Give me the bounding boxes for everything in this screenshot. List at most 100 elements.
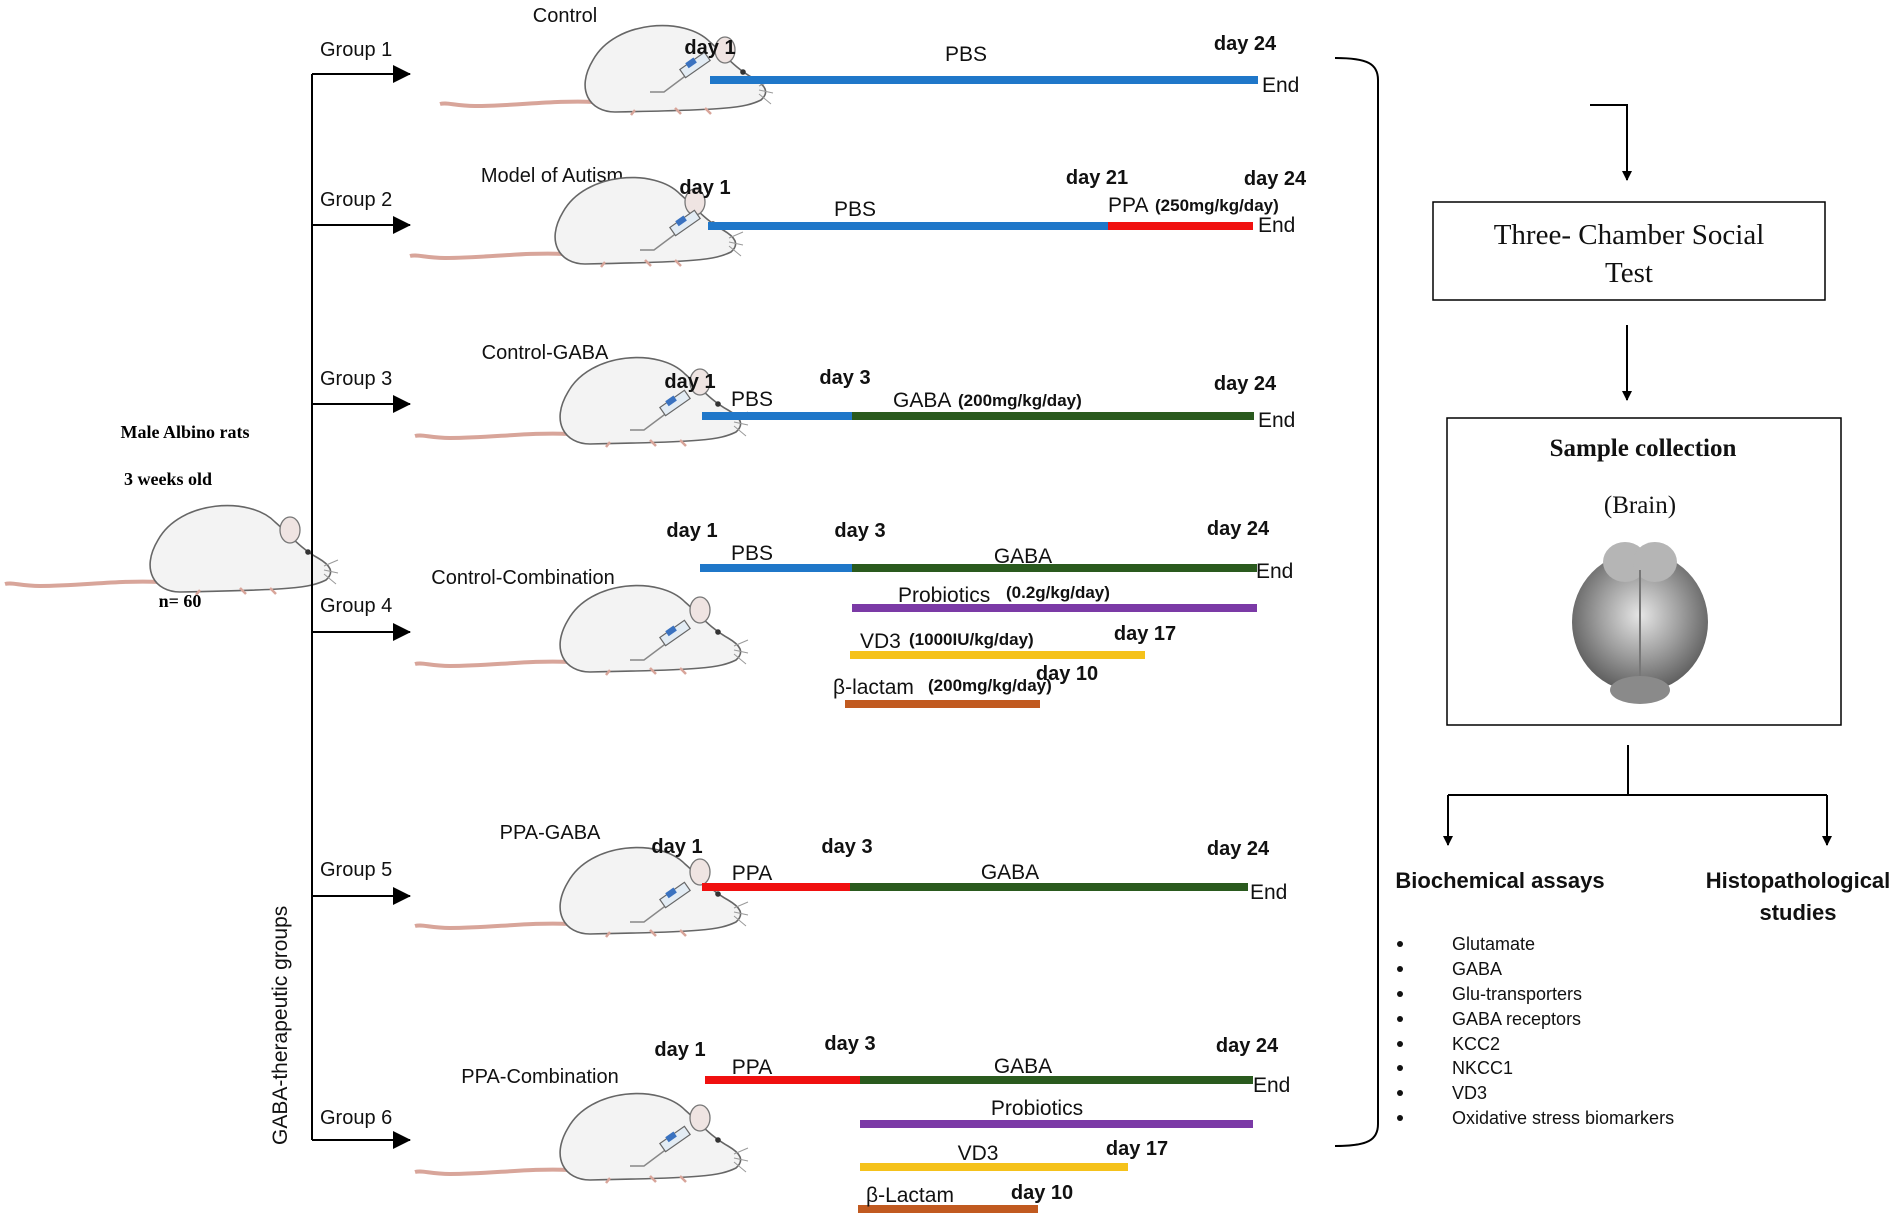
group-4-bar-label-probiotics: Probiotics	[898, 584, 990, 607]
sample-subtitle: (Brain)	[1604, 492, 1676, 519]
group-2-bar-label-pbs: PBS	[834, 198, 876, 221]
source-age: 3 weeks old	[124, 469, 212, 489]
group-6: Group 6 PPA-Combination day 1 day 3 day …	[312, 1033, 1290, 1213]
sample-title: Sample collection	[1550, 435, 1737, 462]
group-5-day-24: day 24	[1207, 838, 1270, 860]
group-4-dose-beta-lactam: (200mg/kg/day)	[928, 676, 1052, 695]
histopathology-label-1: Histopathological	[1706, 868, 1891, 893]
group-6-bar-label-gaba: GABA	[994, 1055, 1052, 1078]
group-5: Group 5 PPA-GABA day 1 day 3 day 24 PPA …	[312, 822, 1287, 939]
group-2-heading: Model of Autism	[481, 165, 623, 187]
list-item: Oxidative stress biomarkers	[1452, 1108, 1674, 1128]
group-3: Group 3 Control-GABA day 1 day 3 day 24 …	[312, 342, 1295, 449]
assay-list: Glutamate GABA Glu-transporters GABA rec…	[1397, 934, 1674, 1128]
group-4-bar-label-pbs: PBS	[731, 542, 773, 565]
group-6-bar-ppa	[705, 1076, 860, 1084]
list-bullet	[1397, 941, 1403, 947]
group-4-bar-beta-lactam	[845, 700, 1040, 708]
group-6-heading: PPA-Combination	[461, 1066, 618, 1088]
brain-image	[1572, 542, 1708, 704]
list-item: GABA receptors	[1452, 1009, 1581, 1029]
list-item: Glu-transporters	[1452, 984, 1582, 1004]
list-item: GABA	[1452, 959, 1502, 979]
test-box-line-1: Three- Chamber Social	[1494, 219, 1765, 251]
group-2-bar-pbs	[708, 222, 1108, 230]
group-6-bar-label-beta-lactam: β-Lactam	[866, 1184, 954, 1207]
group-1-bar-pbs	[710, 76, 1258, 84]
list-bullet	[1397, 1115, 1403, 1121]
group-5-bar-gaba	[850, 883, 1248, 891]
group-2-day-21: day 21	[1066, 167, 1128, 189]
group-4-rat-icon	[413, 583, 750, 677]
group-5-day-1: day 1	[651, 836, 702, 858]
group-4-day-17: day 17	[1114, 623, 1176, 645]
group-5-end: End	[1250, 881, 1287, 904]
group-6-day-1: day 1	[654, 1039, 705, 1061]
group-6-bar-label-probiotics: Probiotics	[991, 1097, 1083, 1120]
group-6-bar-beta-lactam	[858, 1205, 1038, 1213]
group-4-bar-label-vd3: VD3	[860, 630, 901, 653]
group-6-rat-icon	[413, 1091, 750, 1185]
groups-bracket	[1334, 57, 1379, 1147]
group-4-day-24: day 24	[1207, 518, 1270, 540]
group-3-heading: Control-GABA	[482, 342, 609, 364]
side-label: GABA-therapeutic groups	[269, 906, 292, 1145]
group-4-day-10: day 10	[1036, 663, 1098, 685]
group-5-rat-icon	[413, 845, 750, 939]
group-5-bar-label-ppa: PPA	[732, 862, 772, 885]
list-item: KCC2	[1452, 1034, 1500, 1054]
group-3-dose-gaba: (200mg/kg/day)	[958, 391, 1082, 410]
group-5-heading: PPA-GABA	[500, 822, 601, 844]
list-item: NKCC1	[1452, 1058, 1513, 1078]
group-2-bar-label-ppa: PPA	[1108, 194, 1148, 217]
list-bullet	[1397, 1041, 1403, 1047]
arrow-to-test	[1590, 104, 1632, 181]
three-chamber-test-box	[1432, 201, 1826, 301]
group-1: Group 1 Control day 1 day 24 PBS End	[312, 5, 1299, 117]
group-6-bar-gaba	[860, 1076, 1253, 1084]
group-2-day-24: day 24	[1244, 168, 1307, 190]
group-2: Group 2 Model of Autism day 1 day 21 day…	[312, 165, 1307, 269]
group-2-label: Group 2	[320, 189, 392, 211]
right-panel: Three- Chamber Social Test Sample collec…	[1395, 104, 1891, 1128]
source-rat-icon	[3, 503, 340, 597]
group-4-day-1: day 1	[666, 520, 717, 542]
group-6-bar-label-ppa: PPA	[732, 1056, 772, 1079]
group-3-bar-gaba	[852, 412, 1254, 420]
group-5-bar-ppa	[702, 883, 850, 891]
group-6-bar-label-vd3: VD3	[958, 1142, 999, 1165]
list-bullet	[1397, 1065, 1403, 1071]
list-bullet	[1397, 1016, 1403, 1022]
group-2-day-1: day 1	[679, 177, 730, 199]
group-4-end: End	[1256, 560, 1293, 583]
histopathology-label-2: studies	[1759, 900, 1836, 925]
group-4-dose-vd3: (1000IU/kg/day)	[909, 630, 1034, 649]
source-n: n= 60	[159, 591, 202, 611]
list-bullet	[1397, 966, 1403, 972]
group-2-dose-ppa: (250mg/kg/day)	[1155, 196, 1279, 215]
group-4-dose-probiotics: (0.2g/kg/day)	[1006, 583, 1110, 602]
list-item: VD3	[1452, 1083, 1487, 1103]
group-1-end: End	[1262, 74, 1299, 97]
group-1-day-24: day 24	[1214, 33, 1277, 55]
group-6-day-24: day 24	[1216, 1035, 1279, 1057]
group-3-end: End	[1258, 409, 1295, 432]
group-3-day-1: day 1	[664, 371, 715, 393]
group-3-day-3: day 3	[819, 367, 870, 389]
group-4-bar-pbs	[700, 564, 852, 572]
list-bullet	[1397, 1090, 1403, 1096]
group-2-end: End	[1258, 214, 1295, 237]
group-3-day-24: day 24	[1214, 373, 1277, 395]
group-6-day-10: day 10	[1011, 1182, 1073, 1204]
group-3-bar-label-gaba: GABA	[893, 389, 951, 412]
group-3-bar-label-pbs: PBS	[731, 388, 773, 411]
group-1-bar-label-pbs: PBS	[945, 43, 987, 66]
group-3-label: Group 3	[320, 368, 392, 390]
group-1-label: Group 1	[320, 39, 392, 61]
group-5-day-3: day 3	[821, 836, 872, 858]
group-4: Group 4 Control-Combination day 1 day 3 …	[312, 518, 1293, 708]
group-4-bar-gaba	[852, 564, 1257, 572]
group-5-bar-label-gaba: GABA	[981, 861, 1039, 884]
group-1-heading: Control	[533, 5, 597, 27]
